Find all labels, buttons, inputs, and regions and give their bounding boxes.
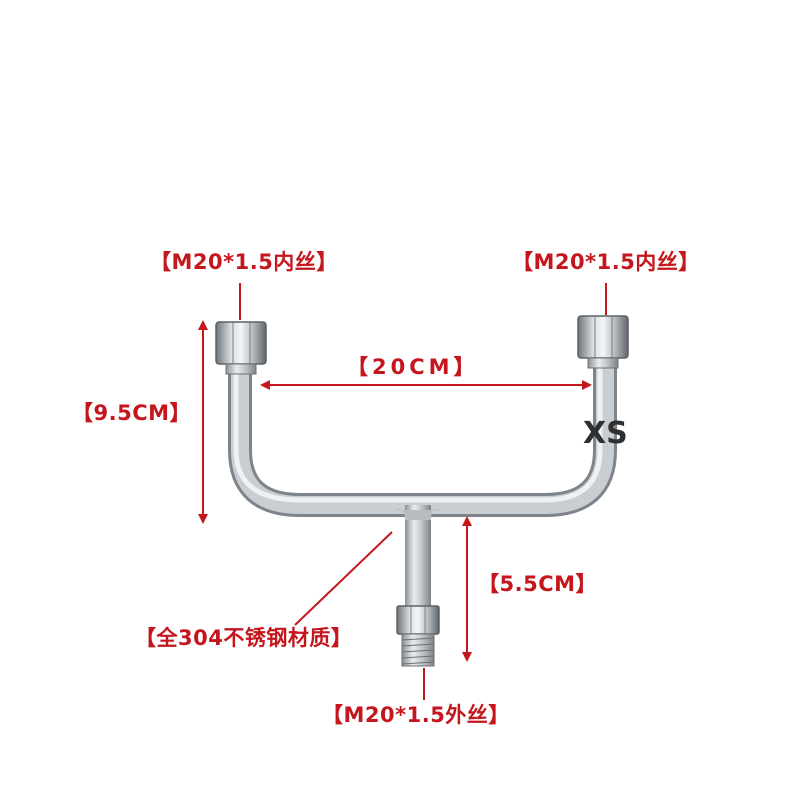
right-female-thread-label: 【M20*1.5内丝】 bbox=[512, 250, 700, 274]
annotation-lines bbox=[198, 283, 607, 700]
width-label: 【20CM】 bbox=[347, 355, 479, 379]
material-leader bbox=[294, 531, 393, 626]
height-label: 【9.5CM】 bbox=[72, 401, 192, 425]
male-thread-label: 【M20*1.5外丝】 bbox=[322, 703, 510, 727]
branch-length-label: 【5.5CM】 bbox=[478, 572, 598, 596]
watermark: XS bbox=[583, 416, 628, 451]
left-female-thread-label: 【M20*1.5内丝】 bbox=[150, 250, 338, 274]
male-fitting bbox=[396, 605, 440, 667]
material-label: 【全304不锈钢材质】 bbox=[135, 626, 353, 650]
tee-branch bbox=[395, 505, 441, 610]
right-nut bbox=[577, 315, 629, 369]
left-nut bbox=[215, 321, 267, 375]
